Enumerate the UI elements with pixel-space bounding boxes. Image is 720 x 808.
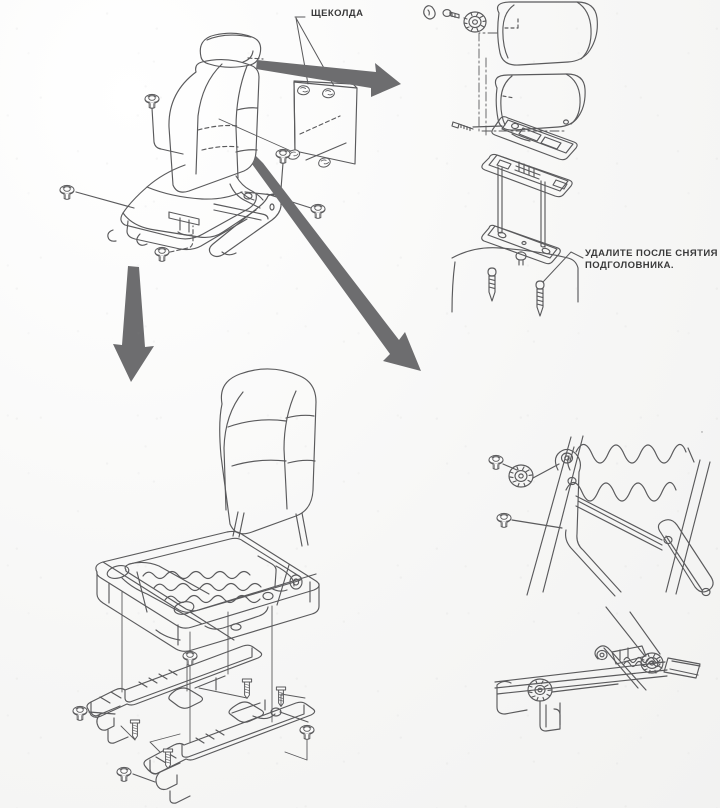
panel-main-seat	[59, 16, 358, 262]
flow-arrows	[113, 60, 421, 382]
panel-recliner	[488, 431, 714, 732]
label-latch: ЩЕКОЛДА	[311, 8, 364, 19]
arrow-to-recliner-detail	[252, 156, 421, 371]
arrow-to-headrest-detail	[256, 60, 401, 97]
panel-seat-frame	[72, 368, 320, 804]
panel-headrest	[423, 1, 598, 317]
arrow-to-seat-detail	[113, 266, 154, 382]
label-remove-after-headrest: УДАЛИТЕ ПОСЛЕ СНЯТИЯ ПОДГОЛОВНИКА.	[585, 248, 718, 271]
